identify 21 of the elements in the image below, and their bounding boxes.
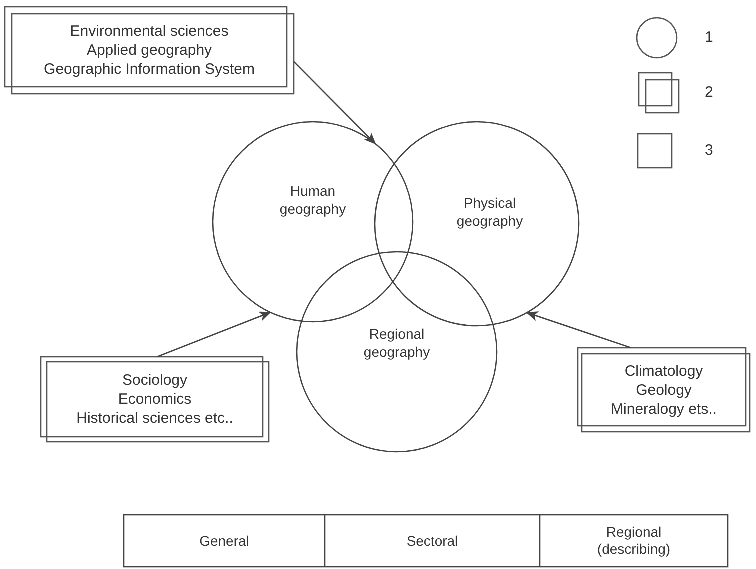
table-cell-text: Regional (describing) bbox=[596, 524, 672, 558]
legend-number: 2 bbox=[705, 84, 714, 101]
list-item-text: Mineralogy ets.. bbox=[611, 400, 717, 418]
list-item-text: Geology bbox=[636, 380, 692, 400]
circle-label: Regional geography bbox=[362, 325, 432, 361]
list-item-text: Sociology bbox=[122, 371, 188, 390]
arrow bbox=[526, 312, 632, 349]
arrow bbox=[294, 61, 376, 145]
list-item-text: Climatology bbox=[624, 362, 704, 380]
legend-number: 3 bbox=[705, 142, 714, 159]
table-cell-text: General bbox=[200, 532, 250, 550]
list-item-text: Geographic Information System bbox=[44, 60, 255, 79]
list-item-text: Applied geography bbox=[86, 41, 212, 60]
circle-label: Human geography bbox=[278, 182, 348, 218]
list-item-text: Historical sciences etc.. bbox=[76, 409, 234, 428]
list-item-text: Economics bbox=[118, 390, 192, 409]
arrow bbox=[157, 312, 272, 358]
legend-number: 1 bbox=[705, 29, 714, 46]
circle-label: Physical geography bbox=[456, 194, 524, 230]
table-cell-text: Sectoral bbox=[406, 532, 458, 550]
list-item-text: Environmental sciences bbox=[70, 22, 229, 41]
